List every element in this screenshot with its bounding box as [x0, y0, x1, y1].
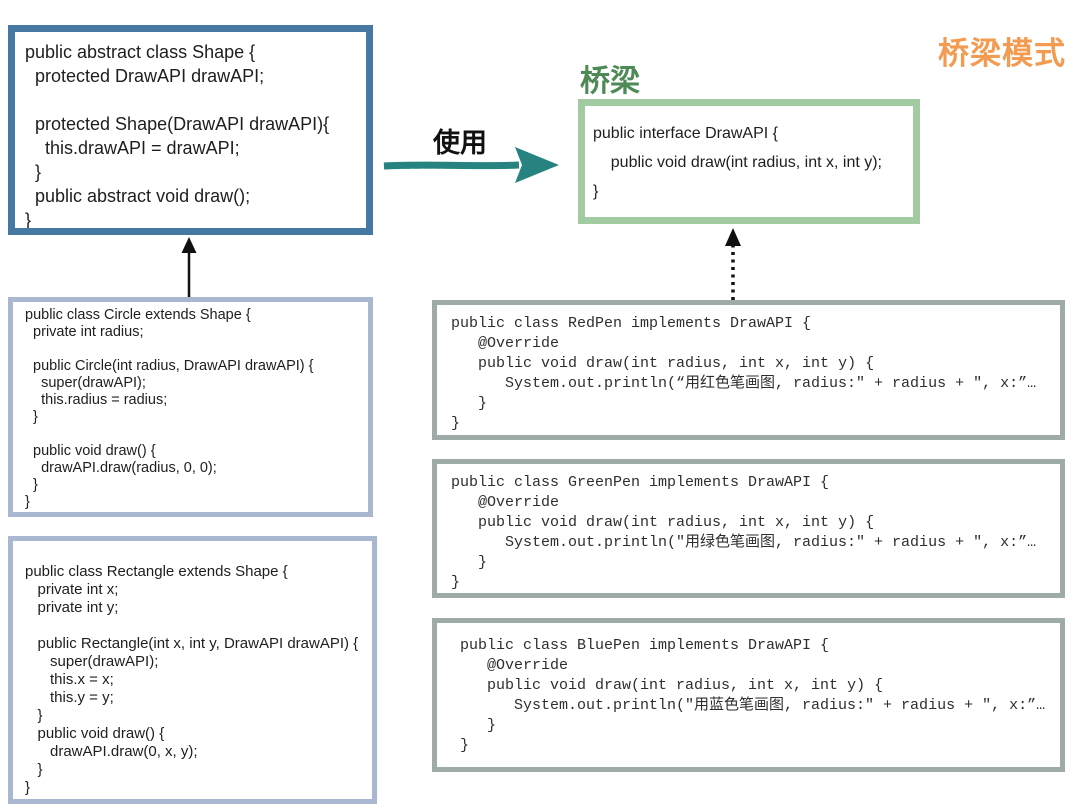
redpen-class-box: public class RedPen implements DrawAPI {…: [432, 300, 1065, 440]
redpen-code: public class RedPen implements DrawAPI {…: [451, 315, 1037, 432]
use-arrow-label: 使用: [433, 128, 487, 158]
shape-abstract-class-box: public abstract class Shape { protected …: [8, 25, 373, 235]
greenpen-code: public class GreenPen implements DrawAPI…: [451, 474, 1037, 591]
extends-arrow-icon: [181, 237, 197, 298]
rectangle-class-box: public class Rectangle extends Shape { p…: [8, 536, 377, 804]
bridge-label: 桥梁: [580, 65, 640, 98]
bluepen-code: public class BluePen implements DrawAPI …: [460, 637, 1046, 754]
shape-code: public abstract class Shape { protected …: [25, 42, 330, 230]
uses-arrow-icon: [383, 147, 559, 183]
implements-dotted-arrow-icon: [725, 228, 741, 300]
bluepen-class-box: public class BluePen implements DrawAPI …: [432, 618, 1065, 772]
greenpen-class-box: public class GreenPen implements DrawAPI…: [432, 459, 1065, 598]
page-title: 桥梁模式: [938, 36, 1066, 71]
circle-code: public class Circle extends Shape { priv…: [25, 307, 314, 510]
circle-class-box: public class Circle extends Shape { priv…: [8, 297, 373, 517]
drawapi-code: public interface DrawAPI { public void d…: [593, 125, 882, 200]
drawapi-interface-box: public interface DrawAPI { public void d…: [578, 99, 920, 224]
rectangle-code: public class Rectangle extends Shape { p…: [25, 563, 359, 796]
